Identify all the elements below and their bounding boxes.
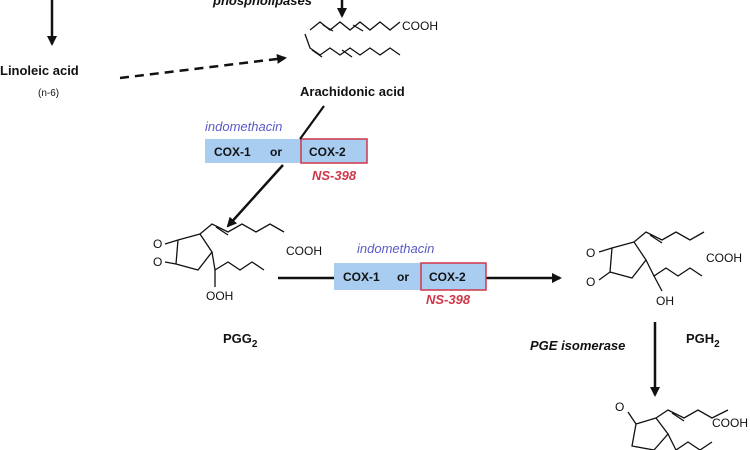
ns398-label-2: NS-398 [426, 292, 471, 307]
pgh2-label: PGH2 [686, 331, 720, 350]
arachidonic-acid-structure [304, 21, 401, 58]
cox2-label-2: COX-2 [429, 270, 466, 284]
cox-box-2 [334, 263, 486, 290]
linoleic-acid-note: (n-6) [38, 88, 59, 99]
pgg2-cooh: COOH [286, 244, 322, 258]
pge2-structure [627, 409, 729, 450]
indomethacin-label-2: indomethacin [357, 241, 434, 256]
linoleic-to-arachidonic-arrow [119, 53, 287, 80]
pgh2-o-top: O [586, 246, 595, 260]
pgg2-o-bottom: O [153, 255, 162, 269]
or-label-2: or [397, 270, 409, 284]
cox-box-1 [205, 139, 367, 163]
ns398-label-1: NS-398 [312, 168, 357, 183]
pge2-o: O [615, 400, 624, 414]
pgg2-ooh: OOH [206, 289, 233, 303]
cox1-label-1: COX-1 [214, 145, 251, 159]
pgh2-structure [598, 231, 705, 292]
cox2-label-1: COX-2 [309, 145, 346, 159]
arachidonic-acid-label: Arachidonic acid [300, 84, 405, 99]
or-label-1: or [270, 145, 282, 159]
pgh2-oh: OH [656, 294, 674, 308]
pgg2-label: PGG2 [223, 331, 258, 350]
arachidonic-to-cox-line [299, 105, 325, 140]
cox-to-pgg2-arrow [226, 164, 284, 228]
pgg2-structure [164, 223, 285, 287]
pgg2-o-top: O [153, 237, 162, 251]
cox2-highlight-1 [300, 138, 368, 164]
phospholipases-label: phospholipases [212, 0, 312, 8]
indomethacin-label-1: indomethacin [205, 119, 282, 134]
linoleic-acid-label: Linoleic acid [0, 63, 79, 78]
pgh2-o-bottom: O [586, 275, 595, 289]
cox2-highlight-2 [420, 262, 487, 291]
cox1-label-2: COX-1 [343, 270, 380, 284]
arachidonic-cooh: COOH [402, 19, 438, 33]
pge2-cooh: COOH [712, 416, 748, 430]
pge-isomerase-label: PGE isomerase [530, 338, 625, 353]
pgh2-cooh: COOH [706, 251, 742, 265]
